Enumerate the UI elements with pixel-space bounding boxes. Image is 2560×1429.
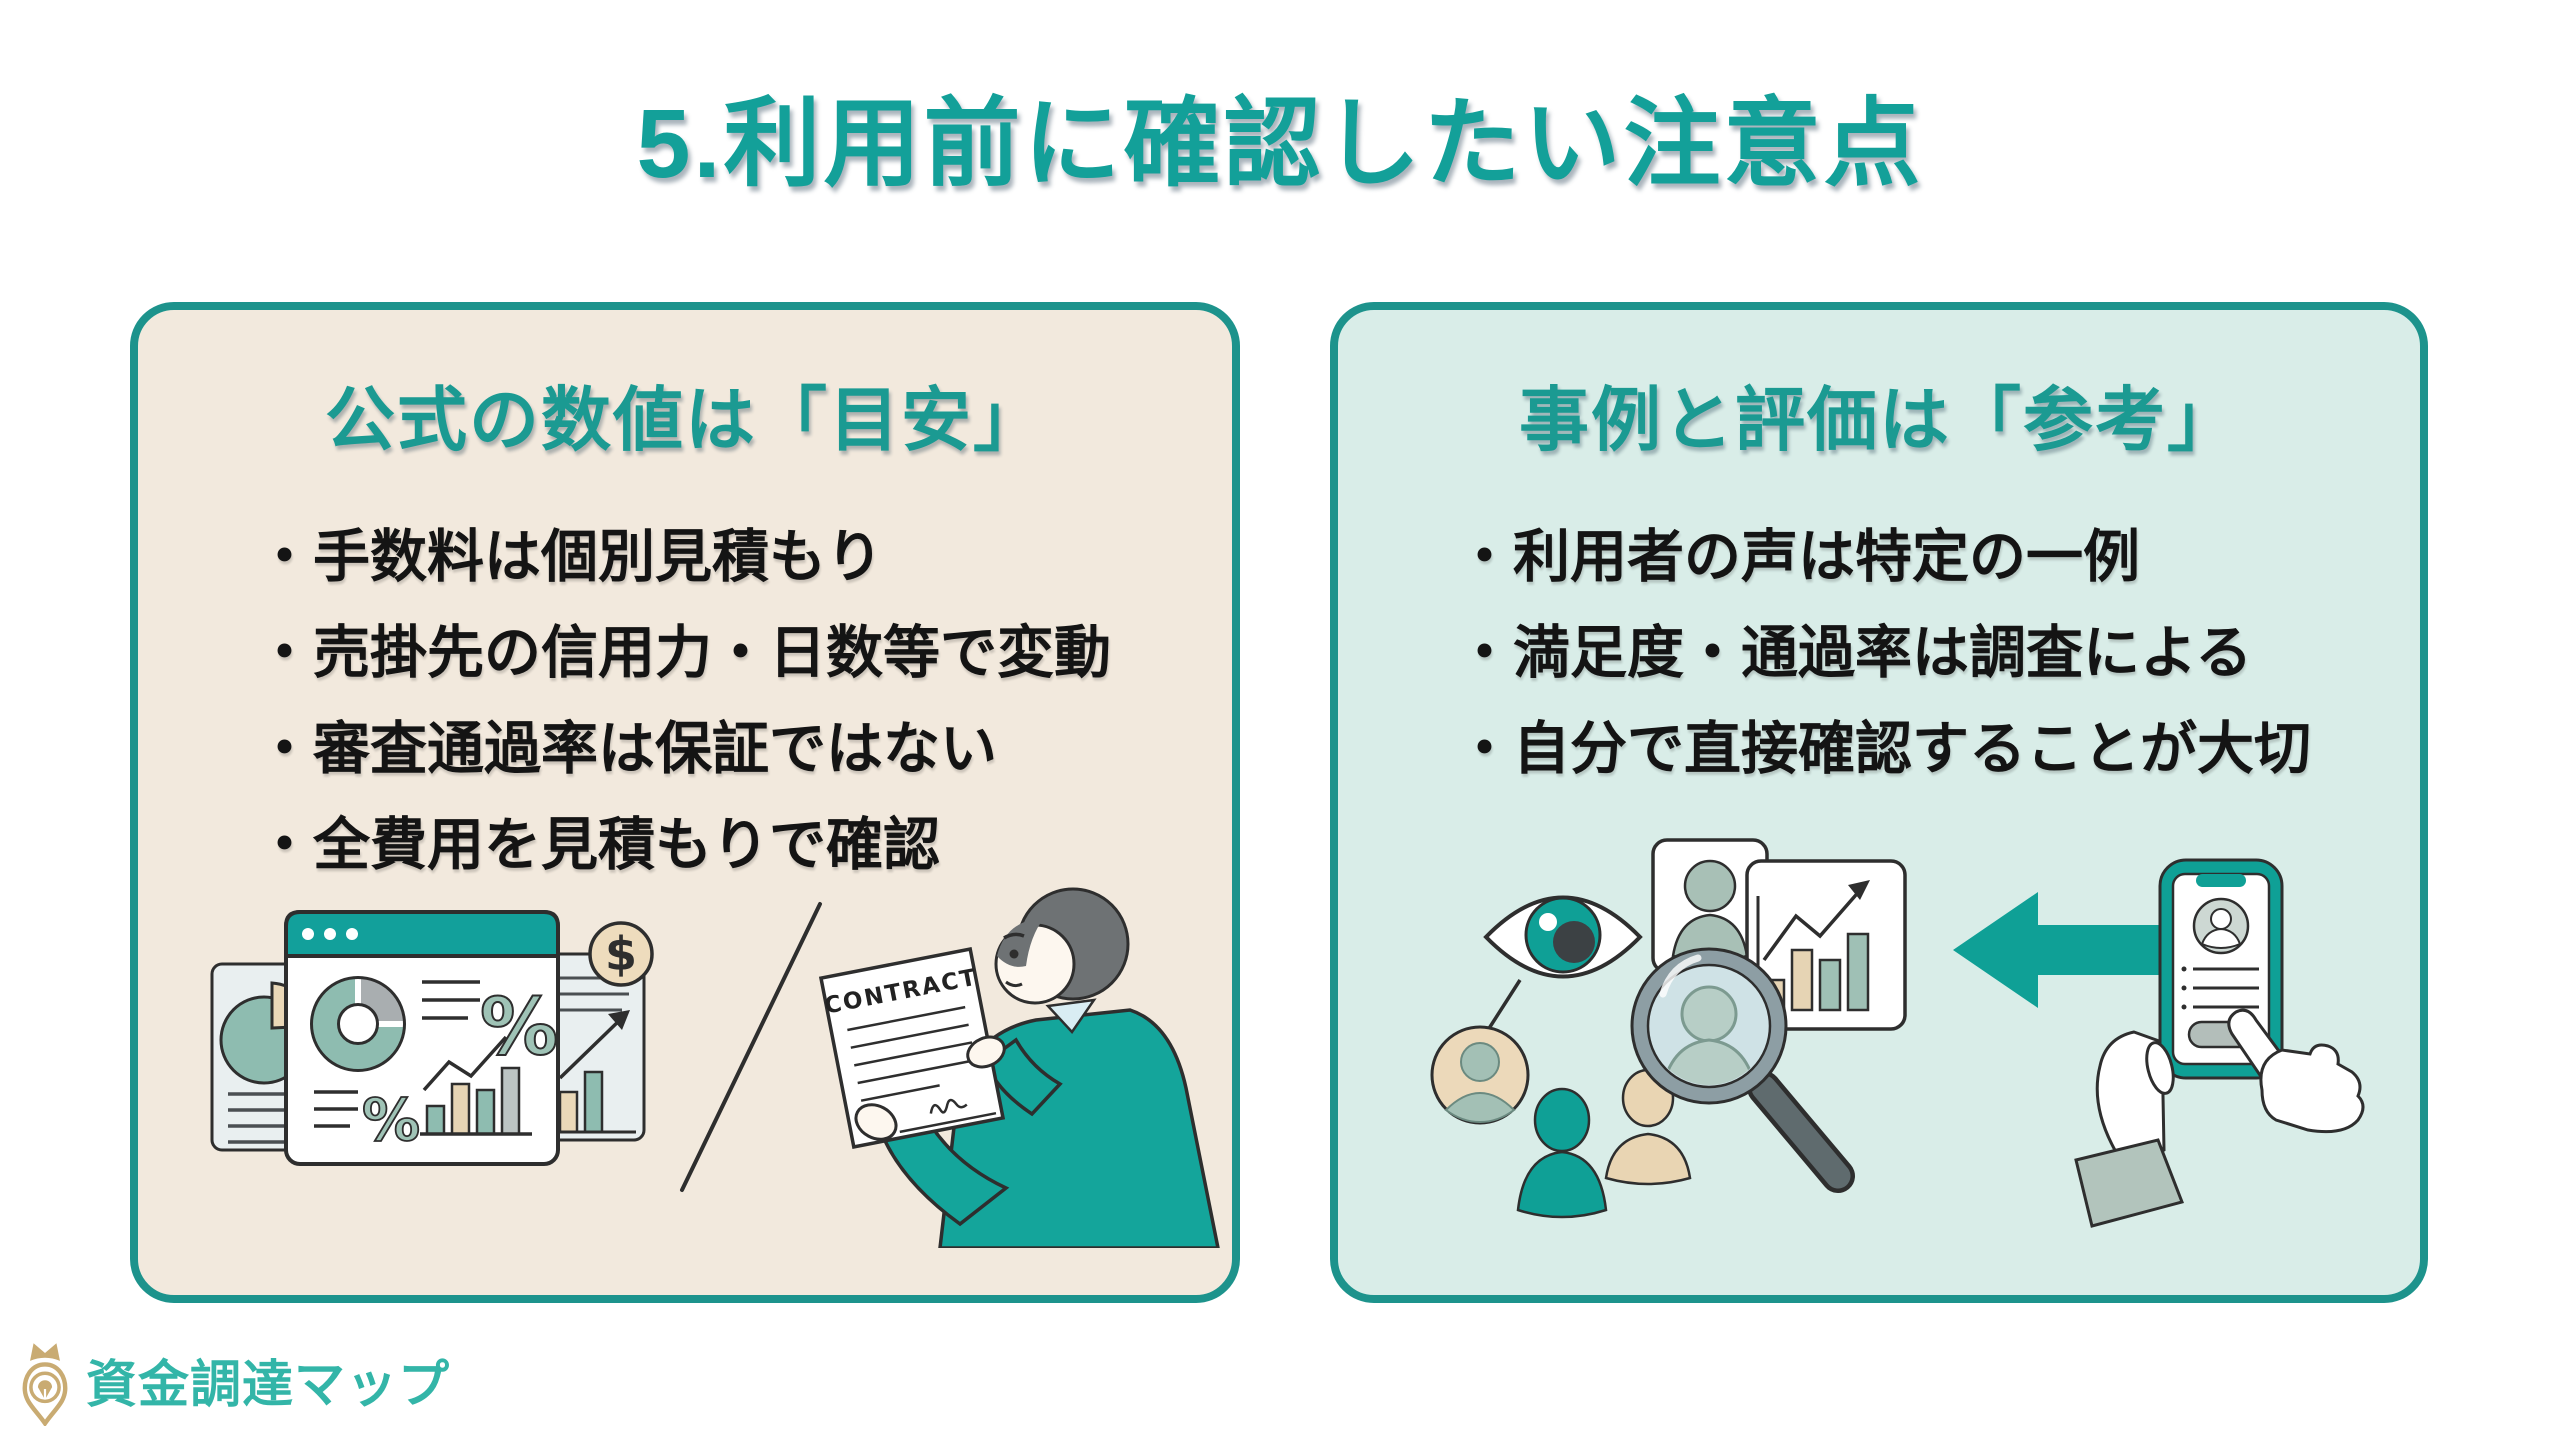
svg-text:%: %	[362, 1086, 420, 1154]
bullet-item: ・売掛先の信用力・日数等で変動	[256, 621, 1111, 685]
dollar-coin-icon: $	[588, 921, 654, 987]
tapping-hand-icon	[2227, 1008, 2365, 1134]
bullet-item: ・自分で直接確認することが大切	[1456, 717, 2311, 781]
card-reviews-reference: 事例と評価は「参考」 ・利用者の声は特定の一例 ・満足度・通過率は調査による ・…	[1330, 302, 2428, 1303]
chart-card-icon	[1745, 859, 1907, 1031]
left-card-title: 公式の数値は「目安」	[325, 381, 1045, 459]
card-official-numbers: 公式の数値は「目安」 ・手数料は個別見積もり ・売掛先の信用力・日数等で変動 ・…	[130, 302, 1240, 1303]
left-card-illustration: $ %	[210, 887, 1220, 1248]
bullet-item: ・利用者の声は特定の一例	[1456, 525, 2140, 589]
person-silhouette-teal-icon	[1516, 1087, 1608, 1219]
bullet-item: ・全費用を見積もりで確認	[256, 813, 940, 877]
person-reading-contract-icon: CONTRACT	[818, 887, 1220, 1248]
smartphone-in-hand-icon	[2074, 858, 2365, 1228]
person-silhouette-beige-icon	[1604, 1068, 1692, 1186]
eye-connector-line	[1486, 979, 1522, 1031]
contract-document-icon: CONTRACT	[818, 947, 1006, 1149]
profile-card-icon	[1651, 838, 1769, 974]
brand-logo: 資金調達マップ	[18, 1338, 450, 1426]
left-card-bullet-list: ・手数料は個別見積もり ・売掛先の信用力・日数等で変動 ・審査通過率は保証ではな…	[138, 509, 1232, 893]
bullet-item: ・手数料は個別見積もり	[256, 525, 883, 589]
right-card-illustration	[1430, 838, 2365, 1228]
svg-text:$: $	[605, 927, 637, 981]
magnifier-icon	[1630, 947, 1855, 1193]
svg-text:%: %	[480, 983, 558, 1073]
chart-window-back-right-icon	[540, 952, 646, 1142]
arrow-left-icon	[1953, 892, 2172, 1008]
divider-slash	[680, 902, 822, 1192]
browser-window-main-icon: % %	[284, 910, 560, 1166]
right-card-title: 事例と評価は「参考」	[1519, 381, 2239, 459]
bullet-item: ・満足度・通過率は調査による	[1456, 621, 2253, 685]
eye-icon	[1483, 895, 1643, 979]
brand-name: 資金調達マップ	[86, 1356, 451, 1413]
right-card-bullet-list: ・利用者の声は特定の一例 ・満足度・通過率は調査による ・自分で直接確認すること…	[1338, 509, 2420, 797]
bullet-item: ・審査通過率は保証ではない	[256, 717, 997, 781]
page-title: 5.利用前に確認したい注意点	[636, 89, 1924, 198]
user-avatar-circle-icon	[1430, 1025, 1530, 1125]
brand-pin-crown-icon	[22, 1343, 68, 1426]
